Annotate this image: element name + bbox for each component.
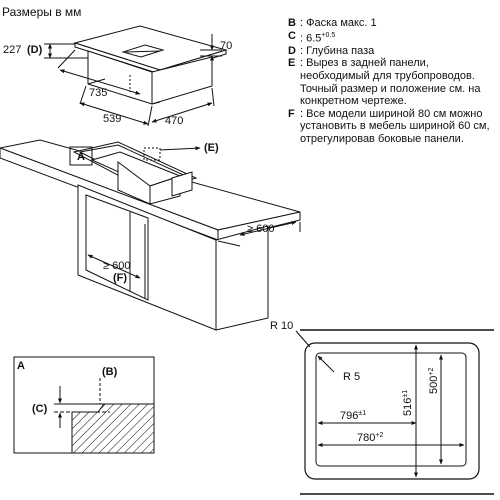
legend-key: B [288, 17, 296, 29]
ext-line [79, 85, 87, 105]
hob-body-side [151, 56, 213, 105]
rear-panel-cutout [143, 147, 161, 161]
detail-a-hatch [71, 403, 155, 454]
dim-516-value: 516 [402, 398, 414, 416]
label-f: (F) [113, 272, 127, 284]
cutout-plan [295, 329, 494, 495]
vent-slot-line [125, 50, 161, 53]
label-b: (B) [102, 366, 118, 378]
dim-796-label: 796±1 [340, 410, 366, 422]
leader-r5 [317, 355, 335, 373]
ext-line [57, 49, 76, 69]
leader-e [159, 146, 201, 151]
dim-line-539 [79, 102, 149, 125]
legend-text: : Все модели шириной 80 см можно установ… [300, 107, 490, 145]
hob-top-view [44, 25, 228, 127]
ext-line [217, 240, 241, 247]
label-d: (D) [27, 44, 43, 56]
dim-796-value: 796 [340, 410, 358, 422]
dim-735-label: 735 [89, 87, 107, 99]
dim-70-label: 70 [220, 40, 232, 52]
dim-780-tolerance: +2 [375, 432, 383, 439]
dim-516-tolerance: ±1 [402, 390, 409, 398]
legend-text-main: : 6.5 [300, 32, 322, 45]
cabinet-hob-vent [171, 171, 193, 197]
legend-text: : Фаска макс. 1 [300, 17, 377, 29]
units-title: Размеры в мм [2, 5, 82, 19]
detail-a [13, 356, 155, 454]
legend-text: : Вырез в задней панели, необходимый для… [300, 57, 481, 108]
dim-539-label: 539 [103, 113, 121, 125]
dim-516-label: 516±1 [402, 390, 414, 416]
legend-key: F [288, 107, 295, 120]
legend-item-d: D : Глубина паза [288, 45, 498, 58]
legend-text: : Глубина паза [300, 44, 375, 57]
legend-tolerance: +0.5 [321, 31, 336, 39]
dim-780-label: 780+2 [357, 432, 383, 444]
detail-a-marker [69, 146, 93, 166]
dim-470-label: 470 [165, 115, 183, 127]
cabinet-view [0, 139, 301, 331]
dim-line-470 [151, 102, 213, 123]
legend-item-f: F : Все модели шириной 80 см можно устан… [288, 108, 498, 146]
legend-item-b: B : Фаска макс. 1 [288, 17, 498, 30]
dim-227-label: 227 [3, 44, 21, 56]
label-r5: R 5 [343, 371, 360, 383]
legend: B : Фаска макс. 1 C : 6.5+0.5 D : Глубин… [288, 17, 498, 146]
label-c: (C) [32, 403, 48, 415]
legend-key: C [288, 29, 296, 42]
dim-796-tolerance: ±1 [358, 410, 366, 417]
dim-500-label: 500+2 [428, 368, 440, 394]
label-a-cabinet: A [77, 151, 85, 163]
dim-500-tolerance: +2 [428, 368, 435, 376]
dim-600-inner-label: ≥ 600 [103, 260, 130, 272]
dim-line-735 [59, 69, 141, 95]
cutout-outline [315, 352, 467, 467]
legend-key: D [288, 44, 296, 57]
dim-line-600-right [239, 221, 297, 236]
dim-600-right-label: ≥ 600 [247, 223, 274, 235]
legend-item-c: C : 6.5+0.5 [288, 30, 498, 45]
cabinet-side [215, 225, 269, 331]
legend-item-e: E : Вырез в задней панели, необходимый д… [288, 57, 498, 107]
label-r10: R 10 [270, 320, 293, 332]
legend-text: : 6.5+0.5 [300, 30, 498, 45]
legend-key: E [288, 57, 296, 70]
dim-line-600-inner [87, 254, 141, 279]
dim-500-value: 500 [428, 376, 440, 394]
worktop-outline [304, 342, 480, 480]
dim-780-value: 780 [357, 432, 375, 444]
leader-r10 [295, 330, 311, 348]
label-a-detail: A [17, 360, 25, 372]
ext-line [147, 105, 153, 127]
label-e: (E) [204, 142, 219, 154]
ext-line [211, 87, 215, 107]
